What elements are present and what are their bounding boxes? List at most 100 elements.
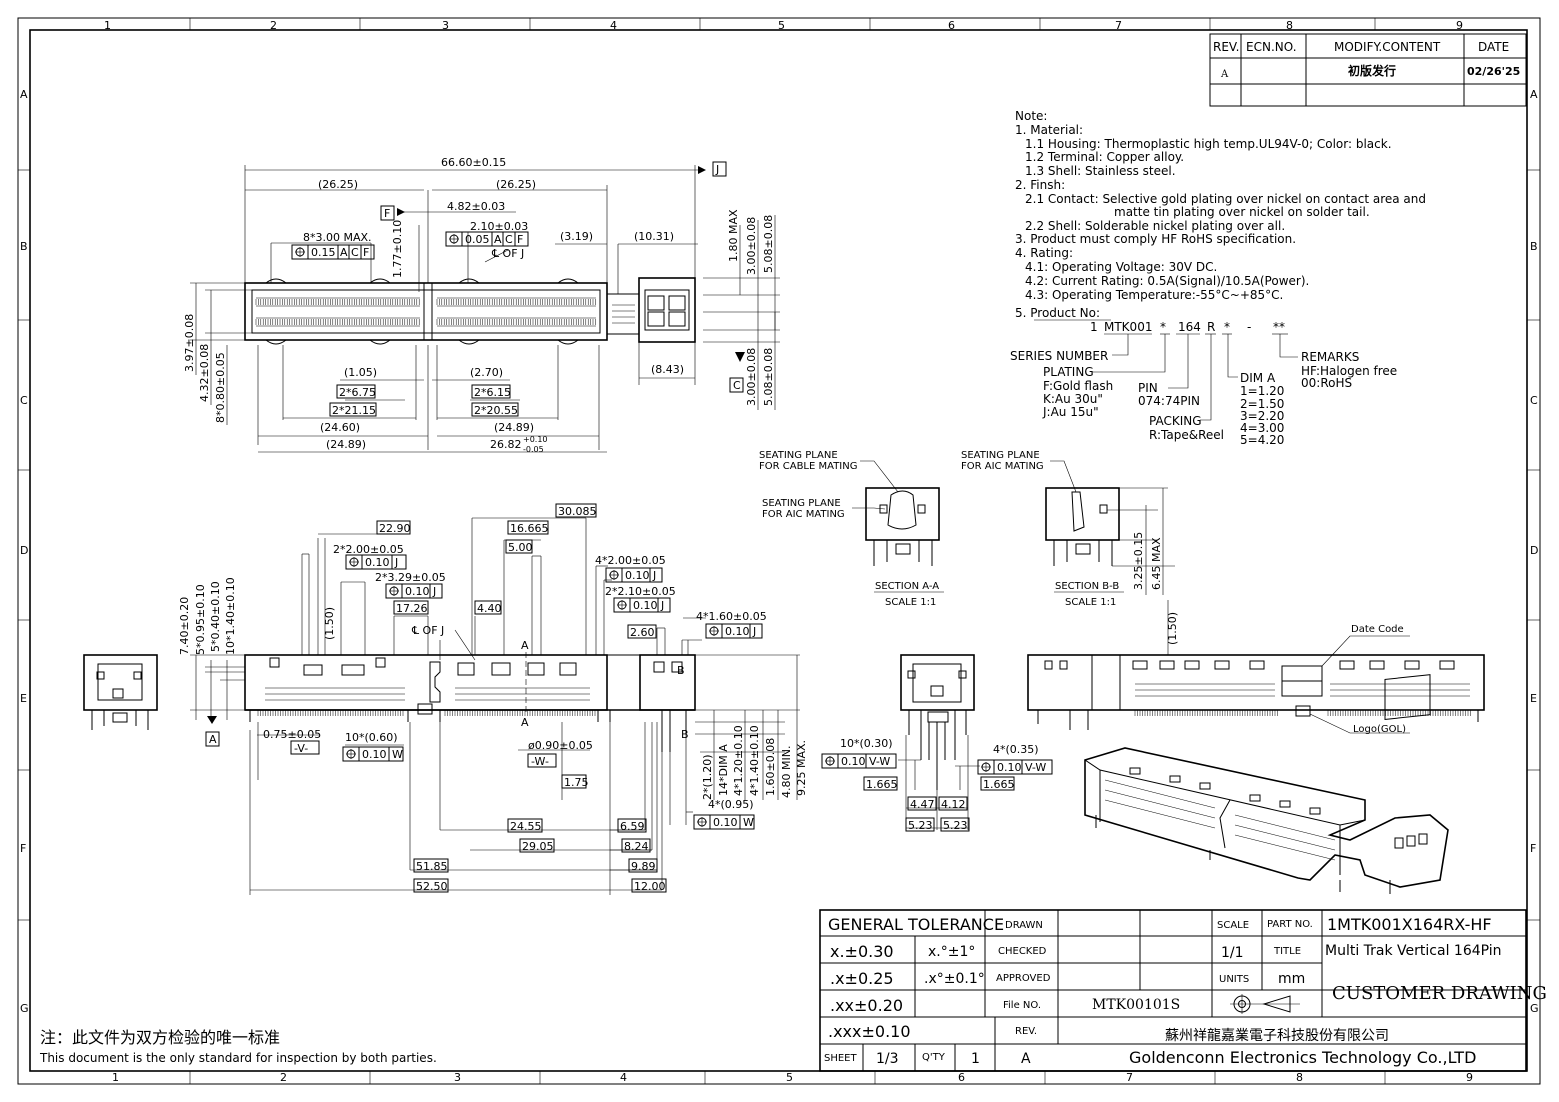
dim-2460: (24.60) [320,421,360,434]
dim-2290: 22.90 [379,522,411,535]
fcf-datum: J [394,556,398,569]
dim-480: 4.80 MIN. [780,746,793,798]
top-view: J F C 66.60±0.15 (26.25) (26.25) 4.82±0.… [183,156,780,454]
dim-105: (1.05) [344,366,377,379]
part-no-label: PART NO. [1267,919,1313,930]
note-line: 1.2 Terminal: Copper alloy. [1025,150,1184,164]
title-label: TITLE [1273,946,1301,957]
note-line: 4.2: Current Rating: 0.5A(Signal)/10.5A(… [1025,274,1309,288]
dim-2x210: 2*2.10±0.05 [605,585,676,598]
pn-remarks: 00:RoHS [1301,376,1352,390]
note-line: 1. Material: [1015,123,1083,137]
fcf-value: 0.10 [362,748,387,761]
dim-824: 8.24 [624,840,649,853]
pn-pin: 074:74PIN [1138,394,1200,408]
grid-col-6: 6 [948,19,955,32]
datum-j: J [715,163,719,176]
dim-4x035: 4*(0.35) [993,743,1039,756]
fcf-datum: F [517,233,523,246]
note-line: 4. Rating: [1015,246,1073,260]
tol-xxxx: .xxx±0.10 [828,1022,911,1041]
section-views: SEATING PLANE FOR CABLE MATING SEATING P… [759,450,1175,608]
dim-2455: 24.55 [510,820,542,833]
sheet-value: 1/3 [876,1051,899,1067]
dim-overall: 66.60±0.15 [441,156,506,169]
scale-label: SCALE [1217,920,1249,931]
front-fcfs: 0.10 J 0.10 J 0.10 J 0.10 J 0.10 J [342,554,763,830]
dim-2905: 29.05 [522,840,554,853]
dim-5x040: 5*0.40±0.10 [209,581,222,652]
fcf-010-j: 0.10 J [345,554,407,570]
note-line: 3. Product must comply HF RoHS specifica… [1015,232,1296,246]
dim-4x200: 4*2.00±0.05 [595,554,666,567]
rear-view: Date Code Logo(GOL) (1.50) [1027,600,1485,735]
section-marker-b: B [677,664,685,677]
pn-dim-a: 5=4.20 [1240,433,1284,447]
section-marker-a: A [521,716,529,729]
side-view: 10*(0.30) 4*(0.35) 1.665 1.665 4.47 4.12… [821,654,1053,832]
fcf-010-j: 0.10 J [705,623,763,639]
date-code-label: Date Code [1351,624,1404,635]
dim-440: 4.40 [477,602,502,615]
dim-150-rear: (1.50) [1166,612,1179,645]
dim-1031: (10.31) [634,230,674,243]
dim-508-up: 5.08±0.08 [762,215,775,273]
grid-row-f-right: F [1530,842,1536,855]
dim-523-left: 5.23 [908,819,933,832]
dim-447: 4.47 [910,798,935,811]
product-number-breakdown: 1 MTK001 * 164 R * - ** SERIES NUMBER PL… [1010,320,1397,447]
section-b-scale: SCALE 1:1 [1065,597,1116,608]
fcf-value: 0.10 [725,625,750,638]
fcf-value: 0.10 [633,599,658,612]
grid-row-b: B [20,240,28,253]
dim-523-right: 5.23 [943,819,968,832]
fcf-datum: V-W [1025,761,1046,774]
dim-10x030: 10*(0.30) [840,737,893,750]
tol-xxx: .xx±0.20 [830,996,903,1015]
dim-2x200: 2*2.00±0.05 [333,543,404,556]
dim-half-right: (26.25) [496,178,536,191]
fcf-value: 0.10 [997,761,1022,774]
grid-row-a: A [20,88,28,101]
grid-col-2: 2 [270,19,277,32]
general-tolerance-label: GENERAL TOLERANCE [828,915,1004,934]
units-label: UNITS [1219,974,1249,985]
note-line: 2. Finsh: [1015,178,1065,192]
scale-value: 1/1 [1221,945,1244,961]
section-a-label: SEATING PLANE [759,450,838,461]
fcf-010-j: 0.10 J [613,597,671,613]
fcf-datum: V-W [869,755,890,768]
dim-2x120: 2*(1.20) [701,754,714,800]
note-line: 2.2 Shell: Solderable nickel plating ove… [1025,219,1285,233]
section-b-label: SEATING PLANE [961,450,1040,461]
rev-header-ecn: ECN.NO. [1246,40,1297,54]
fcf-value: 0.10 [841,755,866,768]
dim-925: 9.25 MAX. [795,740,808,796]
dim-075: 0.75±0.05 [263,728,321,741]
datum-w: -W- [531,755,549,768]
fcf-010-j: 0.10 J [605,567,663,583]
grid-col-9: 9 [1456,19,1463,32]
dim-30085: 30.085 [558,505,597,518]
notes-block: Note: 1. Material: 1.1 Housing: Thermopl… [1015,109,1426,321]
pn-remarks: HF:Halogen free [1301,364,1397,378]
dim-412: 4.12 [941,798,966,811]
section-b-title: SECTION B-B [1055,581,1119,592]
dim-175: 1.75 [564,776,589,789]
center-of-j: ℄ OF J [491,247,524,260]
pn-dim-a: DIM A [1240,371,1276,385]
dim-2682-tol-up: +0.10 [523,435,548,444]
fcf-datum: J [432,585,436,598]
dim-8x300: 8*3.00 MAX. [303,231,372,244]
pn-remarks: REMARKS [1301,350,1359,364]
dim-4x160: 4*1.60±0.05 [696,610,767,623]
dim-8x080: 8*0.80±0.05 [214,352,227,423]
revision-table: REV. ECN.NO. MODIFY.CONTENT DATE A 初版发行 … [1209,33,1527,107]
dim-659: 6.59 [620,820,645,833]
fcf-datum: C [351,246,359,259]
dim-2x615: 2*6.15 [474,386,511,399]
approved-label: APPROVED [996,973,1051,984]
ang-tol-2: .x°±0.1° [924,971,985,987]
fcf-010-vw: 0.10 V-W [821,753,897,769]
